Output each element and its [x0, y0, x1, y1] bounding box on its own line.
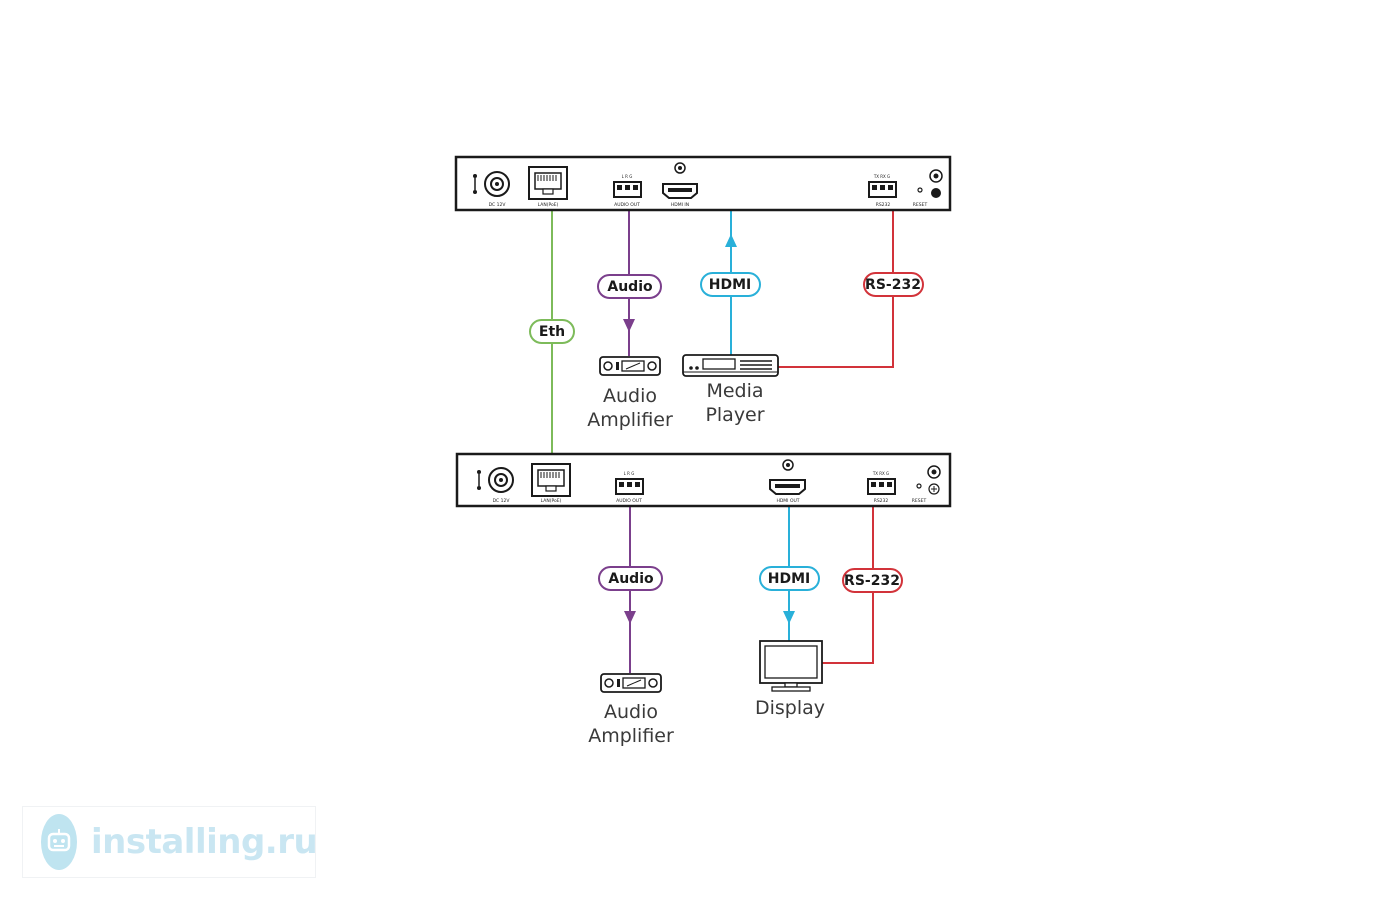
display-icon: [759, 640, 823, 692]
tx-amplifier-label-line1: Audio: [603, 385, 657, 407]
tx-audio-arrow: [623, 319, 635, 332]
rx-audio-amplifier-icon: [600, 673, 662, 693]
lan-port: LAN(PoE): [528, 166, 568, 208]
dc-port-label: DC 12V: [489, 202, 507, 208]
dc-power-port: DC 12V: [477, 467, 514, 504]
reset-button: RESET: [913, 169, 943, 208]
rx-hdmi-tag: HDMI: [759, 566, 820, 591]
rx-audio-arrow: [624, 611, 636, 624]
tx-audio-tag: Audio: [597, 274, 662, 299]
svg-text:RS-232: RS-232: [844, 573, 900, 589]
svg-text:Audio: Audio: [607, 279, 653, 295]
svg-text:HDMI: HDMI: [768, 571, 810, 587]
rx-amplifier-label-line1: Audio: [604, 701, 658, 723]
reset-label: RESET: [913, 202, 928, 208]
tx-rs232-tag: RS-232: [863, 272, 924, 297]
hdmi-port-label: HDMI OUT: [776, 498, 799, 504]
tx-hdmi-tag: HDMI: [700, 272, 761, 297]
tx-rs232-cable: [778, 200, 894, 368]
rs232-port-label: RS232: [874, 498, 889, 504]
svg-text:Audio: Audio: [608, 571, 654, 587]
rs232-pin-labels: TX RX G: [873, 174, 890, 179]
transmitter-panel: DC 12V LAN(PoE) L R G AUDIO OUT: [454, 155, 952, 212]
eth-tag: Eth: [529, 319, 575, 344]
tx-audio-amplifier-icon: [599, 356, 661, 376]
watermark: installing.ru: [22, 806, 318, 878]
lan-port-label: LAN(PoE): [538, 202, 559, 208]
media-player-label-line2: Player: [705, 404, 764, 426]
audio-port-label: AUDIO OUT: [616, 498, 642, 504]
audio-pin-labels: L R G: [624, 471, 635, 476]
rx-amplifier-label-line2: Amplifier: [588, 725, 674, 747]
media-player-label-line1: Media: [706, 380, 763, 402]
svg-text:Eth: Eth: [539, 324, 565, 340]
rx-audio-tag: Audio: [598, 566, 663, 591]
hdmi-port-label: HDMI IN: [671, 202, 689, 208]
dc-power-port: DC 12V: [473, 171, 510, 208]
reset-button: RESET: [912, 465, 941, 504]
reset-label: RESET: [912, 498, 927, 504]
rs232-port-label: RS232: [876, 202, 891, 208]
rs232-pin-labels: TX RX G: [872, 471, 889, 476]
hdmi-out-port: HDMI OUT: [769, 479, 806, 504]
audio-port-label: AUDIO OUT: [614, 202, 640, 208]
tx-hdmi-arrow: [725, 234, 737, 247]
tx-amplifier-label-line2: Amplifier: [587, 409, 673, 431]
audio-pin-labels: L R G: [622, 174, 633, 179]
rx-hdmi-arrow: [783, 611, 795, 624]
receiver-panel: DC 12V LAN(PoE) L R G AUDIO OUT: [455, 452, 952, 508]
lan-port: LAN(PoE): [531, 463, 571, 504]
audio-out-port: L R G AUDIO OUT: [613, 174, 642, 208]
watermark-text: installing.ru: [91, 822, 318, 862]
media-player-icon: [682, 354, 779, 377]
rs232-port: TX RX G RS232: [868, 174, 897, 208]
robot-head-icon: [41, 814, 77, 870]
display-label: Display: [755, 697, 825, 719]
svg-text:RS-232: RS-232: [865, 277, 921, 293]
rx-rs232-cable: [822, 494, 874, 664]
audio-out-port: L R G AUDIO OUT: [615, 471, 644, 504]
rs232-port: TX RX G RS232: [867, 471, 896, 504]
hdmi-in-port: HDMI IN: [662, 183, 698, 208]
svg-text:HDMI: HDMI: [709, 277, 751, 293]
rx-rs232-tag: RS-232: [842, 568, 903, 593]
dc-port-label: DC 12V: [493, 498, 511, 504]
lan-port-label: LAN(PoE): [541, 498, 562, 504]
